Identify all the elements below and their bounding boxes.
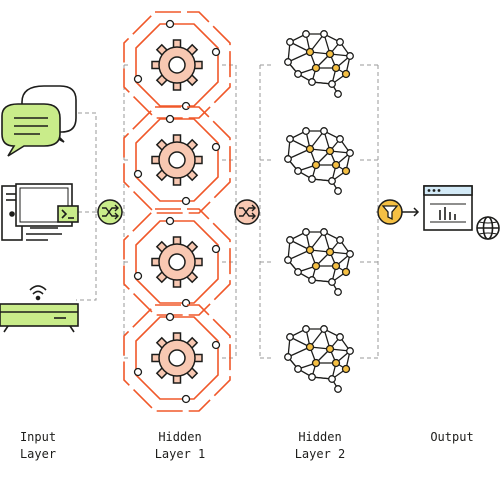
input-layer-label-line2: Layer — [19, 447, 57, 461]
hidden-layer-1-label: Hidden Layer 1 — [155, 429, 206, 463]
gear-icon — [123, 106, 231, 214]
brain-network-icon — [284, 127, 354, 195]
gear-icon — [123, 304, 231, 412]
hidden-layer-1-label-line2: Layer 1 — [154, 447, 206, 461]
hidden-layer-2-label: Hidden Layer 2 — [295, 429, 346, 463]
filter-icon — [377, 199, 403, 225]
gear-icon — [123, 11, 231, 119]
shuffle-icon — [97, 199, 123, 225]
input-layer-label-line1: Input — [19, 430, 57, 444]
gear-icon — [123, 208, 231, 316]
brain-network-icon — [284, 30, 354, 98]
desktop-computer-icon — [1, 183, 79, 241]
output-layer-label: Output — [430, 429, 473, 446]
dashboard-globe-icon — [423, 185, 500, 240]
hidden-layer-2-label-line2: Layer 2 — [294, 447, 346, 461]
chat-bubbles-icon — [1, 85, 77, 157]
input-layer-label: Input Layer — [20, 429, 56, 463]
brain-network-icon — [284, 228, 354, 296]
hidden-layer-2-label-line1: Hidden — [298, 430, 342, 444]
output-layer-label-line1: Output — [430, 430, 474, 444]
hidden-layer-1-label-line1: Hidden — [158, 430, 202, 444]
shuffle-icon — [234, 199, 260, 225]
connector-lines — [76, 64, 379, 359]
brain-network-icon — [284, 325, 354, 393]
wifi-router-icon — [0, 285, 79, 333]
